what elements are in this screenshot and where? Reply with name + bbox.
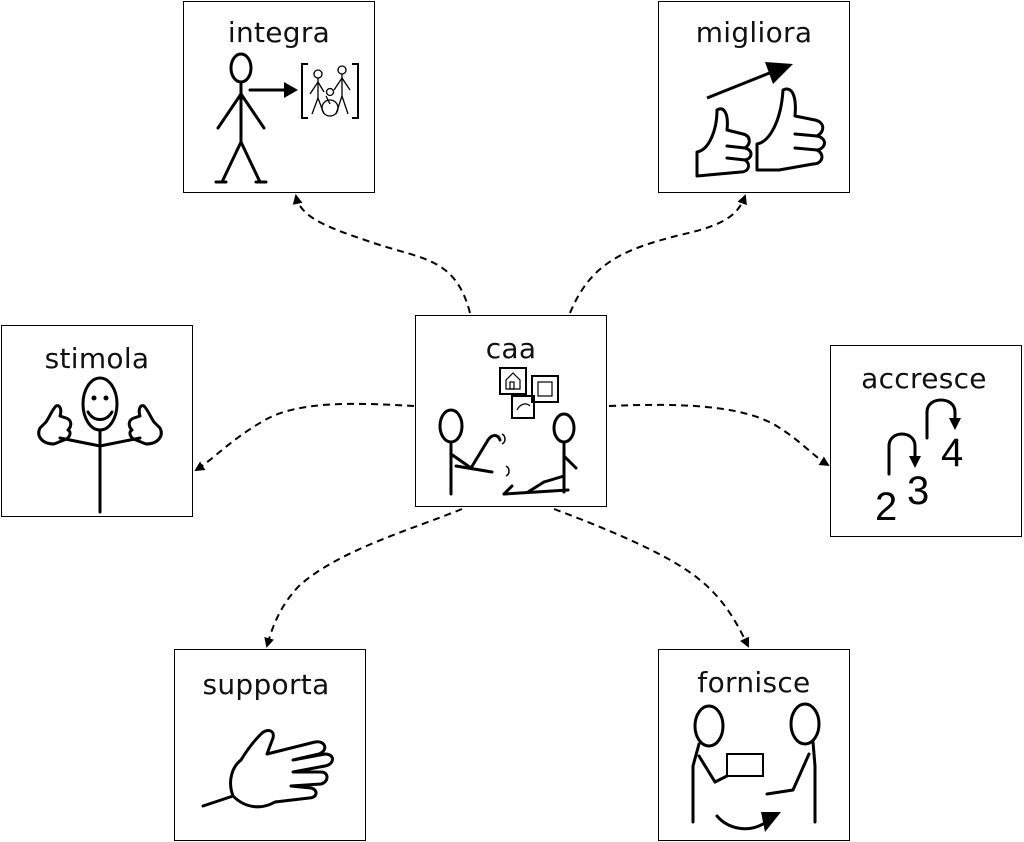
edge-caa-supporta xyxy=(264,508,463,648)
edge-caa-stimola xyxy=(194,402,415,472)
edge-caa-accresce xyxy=(608,403,830,467)
number-2: 2 xyxy=(875,485,897,529)
increasing-numbers-icon: 2 3 4 xyxy=(875,398,963,529)
node-accresce[interactable]: accresce 2 3 4 xyxy=(830,345,1022,537)
node-caa-label: caa xyxy=(485,332,537,365)
edge-caa-integra xyxy=(292,194,471,314)
node-integra[interactable]: integra xyxy=(183,1,375,193)
node-supporta[interactable]: supporta xyxy=(174,649,366,841)
node-stimola[interactable]: stimola xyxy=(1,325,193,517)
two-people-exchange-icon xyxy=(691,702,821,832)
node-fornisce[interactable]: fornisce xyxy=(658,649,850,841)
number-4: 4 xyxy=(941,431,963,475)
thumbs-up-rising-arrow-icon xyxy=(695,62,826,178)
edge-caa-fornisce xyxy=(553,508,750,648)
node-accresce-label: accresce xyxy=(861,362,987,395)
node-fornisce-label: fornisce xyxy=(697,666,811,699)
node-migliora[interactable]: migliora xyxy=(658,1,850,193)
number-3: 3 xyxy=(907,469,929,513)
node-migliora-label: migliora xyxy=(695,16,813,49)
node-supporta-label: supporta xyxy=(202,668,330,701)
person-arrow-group-icon xyxy=(214,52,359,184)
node-stimola-label: stimola xyxy=(44,342,150,375)
node-integra-label: integra xyxy=(227,16,331,49)
smiling-person-thumbs-up-icon xyxy=(37,376,163,514)
edge-caa-migliora xyxy=(569,194,747,314)
two-people-communication-board-icon xyxy=(438,367,578,496)
supporting-hand-icon xyxy=(201,729,334,809)
node-caa-center[interactable]: caa xyxy=(415,315,607,507)
